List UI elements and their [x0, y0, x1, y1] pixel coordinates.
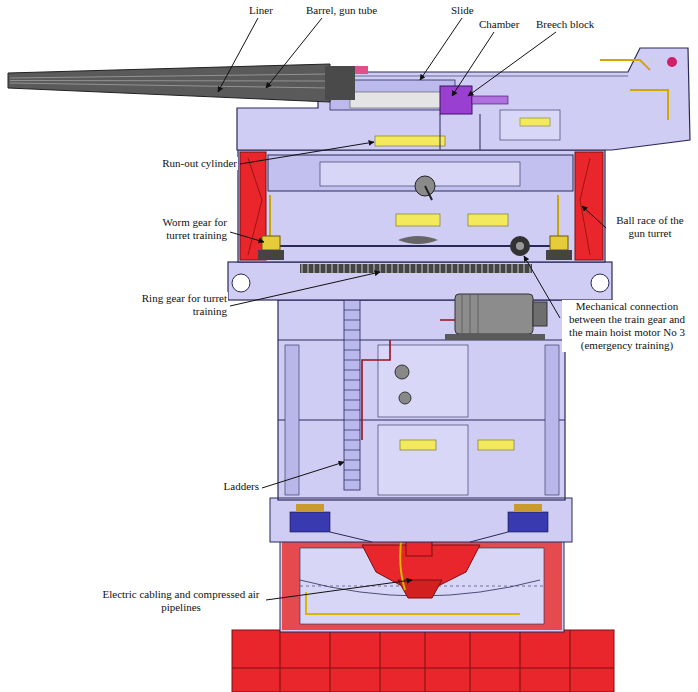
barbette — [238, 150, 605, 262]
roller-path — [270, 498, 572, 542]
turret-trunk — [399, 392, 411, 404]
barbette — [398, 236, 438, 244]
gunhouse — [318, 76, 628, 77]
worm-gear — [546, 250, 572, 260]
leader-line — [582, 206, 606, 228]
gunhouse — [600, 60, 668, 120]
part-label: Ladders — [200, 480, 260, 493]
turret-trunk — [378, 345, 468, 417]
worm-gear — [269, 195, 271, 240]
leader-line — [468, 32, 556, 96]
barbette — [238, 150, 605, 262]
foundation-blocks — [232, 668, 614, 669]
roller-path — [290, 512, 330, 532]
trunnion — [425, 186, 432, 200]
hoist-motor — [445, 334, 545, 340]
gunhouse — [440, 114, 441, 150]
turret-trunk — [278, 498, 565, 499]
leader-line — [524, 256, 560, 318]
turret-trunk — [362, 340, 390, 440]
leader-line — [230, 232, 264, 242]
worm-gear — [510, 236, 530, 256]
worm-gear — [516, 242, 524, 250]
worm-gear — [262, 236, 280, 250]
turret-trunk — [395, 365, 409, 379]
gunhouse — [375, 136, 445, 146]
part-label: Worm gear for turret training — [136, 216, 228, 242]
part-label: Breech block — [535, 18, 617, 31]
leader-line — [230, 272, 380, 306]
gunhouse — [500, 110, 560, 140]
worm-gear — [258, 195, 572, 260]
trunnion — [415, 176, 435, 200]
gun-barrel — [325, 66, 355, 100]
roller-path — [270, 498, 572, 542]
foundation-blocks — [470, 630, 471, 692]
foundation-blocks — [425, 630, 426, 692]
part-label: Mechanical connection between the train … — [562, 300, 692, 352]
roller-path — [508, 512, 548, 532]
part-label: Chamber — [478, 18, 534, 31]
training-ring — [302, 264, 530, 273]
leader-line — [240, 142, 374, 164]
barbette — [575, 152, 603, 260]
training-ring — [228, 262, 612, 300]
leader-line — [452, 32, 494, 96]
gunhouse — [667, 57, 677, 67]
gunhouse — [472, 96, 508, 104]
barbette — [468, 214, 508, 226]
part-label: Slide — [450, 4, 492, 17]
part-label: Barrel, gun tube — [305, 4, 407, 17]
turret-trunk — [545, 345, 559, 495]
roller-path — [296, 504, 324, 512]
gun-barrel — [8, 64, 330, 102]
leader-line — [420, 18, 462, 80]
part-label: Electric cabling and compressed air pipe… — [96, 588, 266, 614]
training-ring — [232, 274, 250, 292]
part-label: Ball race of the gun turret — [606, 214, 694, 240]
roller-path — [330, 532, 372, 542]
barbette — [396, 214, 440, 226]
worm-gear — [258, 250, 284, 260]
hoist-motor — [533, 302, 547, 326]
gunhouse — [350, 92, 446, 108]
gun-barrel — [8, 64, 355, 102]
roller-path — [470, 532, 508, 542]
worm-gear — [557, 195, 559, 240]
leader-line — [218, 18, 258, 92]
part-label: Run-out cylinder — [120, 157, 238, 170]
training-ring — [300, 264, 532, 273]
hoist-motor — [462, 294, 478, 334]
training-ring — [228, 262, 612, 300]
gunhouse — [520, 118, 550, 126]
foundation-blocks — [380, 630, 381, 692]
foundation-blocks — [232, 630, 614, 692]
leader-line — [266, 18, 322, 88]
foundation-blocks — [330, 630, 331, 692]
part-label: Liner — [248, 4, 290, 17]
turret-trunk — [285, 345, 299, 495]
turret-trunk — [278, 420, 565, 421]
foundation-blocks — [280, 630, 281, 692]
part-label: Ring gear for turret training — [136, 292, 228, 318]
gun-barrel — [10, 74, 330, 88]
leader-line — [266, 580, 412, 600]
turret-trunk — [478, 440, 514, 450]
gunhouse — [480, 114, 481, 150]
foundation-blocks — [520, 630, 521, 692]
turret-trunk — [400, 440, 436, 450]
foundation-blocks — [570, 630, 571, 692]
leader-line — [218, 18, 606, 600]
training-ring — [591, 274, 609, 292]
hoist-motor — [455, 294, 533, 334]
turret-trunk — [378, 425, 468, 495]
hoist-motor — [445, 294, 547, 340]
roller-path — [514, 504, 542, 512]
foundation-blocks — [232, 630, 614, 692]
worm-gear — [550, 236, 568, 250]
leader-line — [262, 462, 344, 488]
